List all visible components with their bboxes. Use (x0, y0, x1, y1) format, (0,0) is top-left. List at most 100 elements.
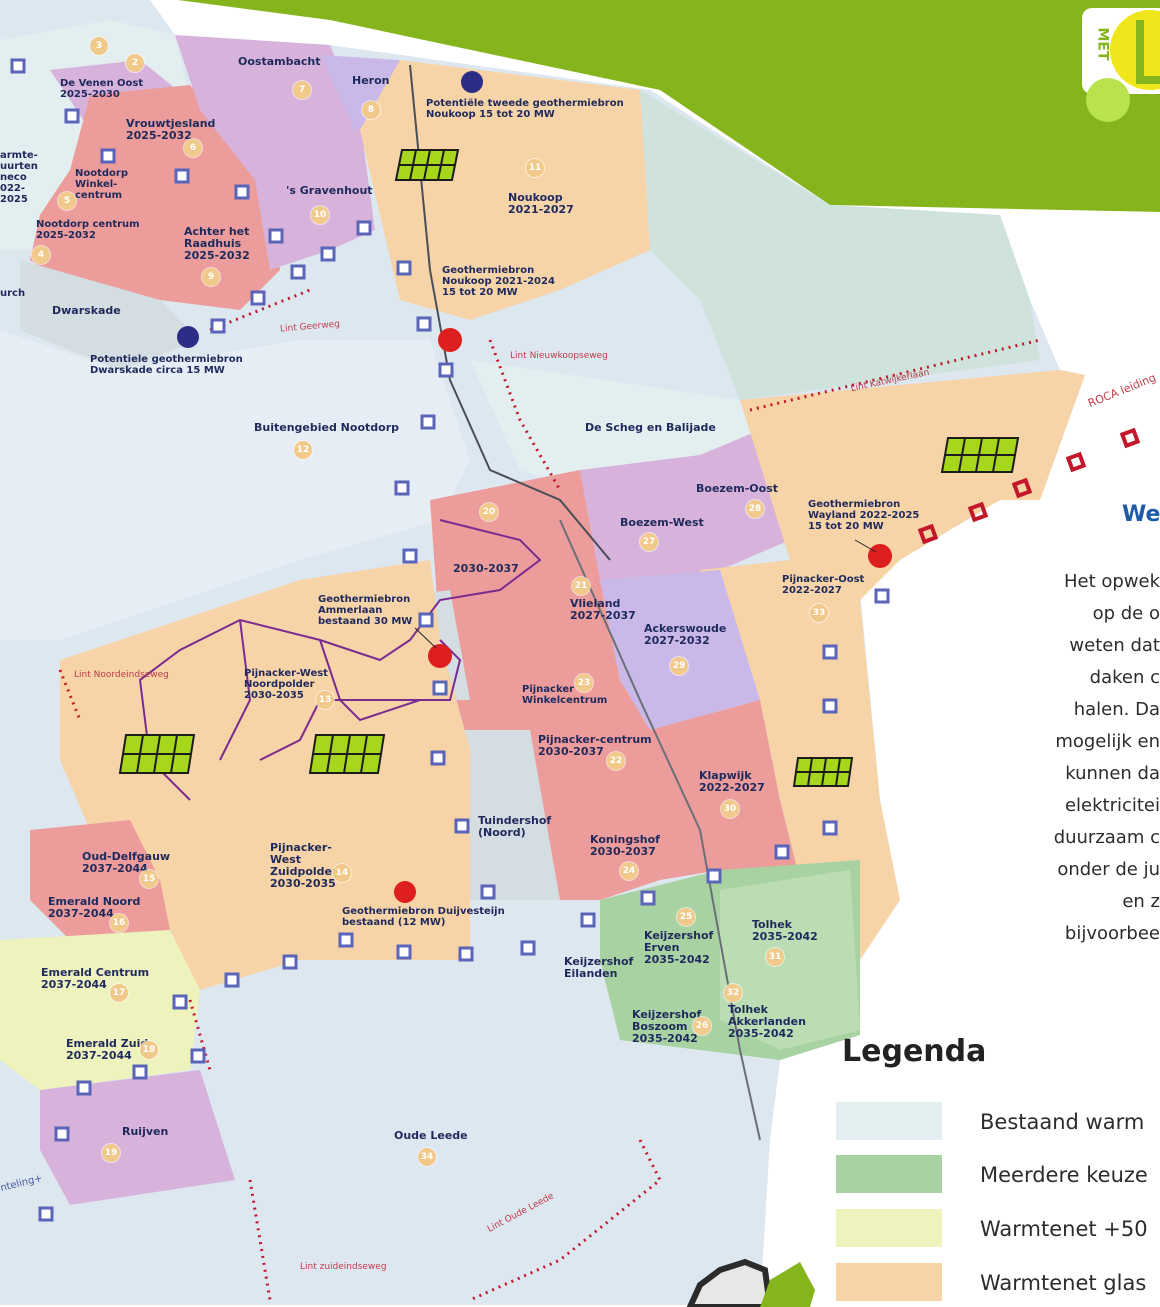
section-heading: We (1122, 502, 1160, 527)
legend-item: Warmtenet glas (836, 1263, 1160, 1303)
meadow-strip (640, 90, 1040, 400)
area-number: 9 (202, 268, 220, 286)
zone-dwarskade (20, 260, 200, 370)
logo-badge (1082, 8, 1160, 122)
zone-pijnacker-west (60, 560, 470, 990)
area-number: 26 (693, 1017, 711, 1035)
area-number: 18 (140, 1041, 158, 1059)
area-label-boezem-oost: Boezem-Oost (696, 482, 779, 495)
area-number: 16 (110, 914, 128, 932)
roca-markers (917, 427, 1141, 545)
legend-label: Warmtenet +50 (980, 1217, 1148, 1241)
main-road (409, 64, 611, 561)
geothermal-sources (177, 71, 892, 903)
area-number: 14 (333, 864, 351, 882)
area-number: 5 (58, 192, 76, 210)
badge-text: MET (1094, 27, 1111, 61)
area-number: 32 (724, 984, 742, 1002)
lint-label-nieuwkoopseweg: Lint Nieuwkoopseweg (510, 351, 608, 361)
area-label-buitengebied-nootdorp: Buitengebied Nootdorp (254, 421, 399, 434)
body-line: duurzaam c (1053, 827, 1160, 848)
solar-panel-icons (118, 149, 1020, 787)
lint-label-zuideindseweg: Lint zuideindseweg (300, 1262, 387, 1272)
area-number: 7 (293, 81, 311, 99)
area-number: 25 (677, 908, 695, 926)
area-label-heron: Heron (352, 74, 390, 87)
legend-item: Bestaand warm (836, 1102, 1160, 1142)
area-number: 21 (572, 577, 590, 595)
legend-swatch (836, 1155, 942, 1193)
legend-label: Meerdere keuze (980, 1163, 1148, 1187)
rail-line (559, 519, 761, 1141)
body-line: op de o (1092, 603, 1160, 624)
legend-swatch (836, 1102, 942, 1140)
legend-label: Warmtenet glas (980, 1271, 1147, 1295)
gear-logo (686, 1258, 815, 1307)
area-number: 4 (32, 246, 50, 264)
zone-wayland (740, 370, 1085, 600)
dotted-routes (58, 288, 1041, 1302)
zone-noukoop (360, 60, 650, 320)
zone-buitengebied (0, 330, 470, 640)
legend-item: Meerdere keuze (836, 1155, 1160, 1195)
area-label-pijnacker-winkelcentrum: Pijnacker Winkelcentrum (522, 684, 608, 706)
zone-emerald (0, 930, 200, 1090)
zone-tolhek (720, 870, 860, 1050)
body-line: daken c (1089, 667, 1160, 688)
area-number: 12 (294, 441, 312, 459)
legend-item: Warmtenet +50 (836, 1209, 1160, 1249)
area-number: 10 (311, 206, 329, 224)
body-line: kunnen da (1065, 763, 1160, 784)
area-number: 3 (90, 37, 108, 55)
area-label-ruijven: Ruijven (122, 1125, 169, 1138)
area-number: 20 (480, 503, 498, 521)
area-label-urch: urch (0, 288, 26, 299)
zone-ackerswoude (600, 570, 760, 730)
source-label-dwarskade: Potentiele geothermiebron Dwarskade circ… (90, 354, 243, 376)
source-label-wayland: Geothermiebron Wayland 2022-2025 15 tot … (808, 499, 920, 532)
legend-swatch (836, 1263, 942, 1301)
area-number: 6 (184, 139, 202, 157)
area-number: 31 (766, 948, 784, 966)
area-number: 33 (810, 604, 828, 622)
area-number: 27 (640, 533, 658, 551)
area-number: 24 (620, 862, 638, 880)
source-label-noukoop: Geothermiebron Noukoop 2021-2024 15 tot … (442, 265, 555, 298)
area-label-armte: armte- uurten neco 022-2025 (0, 150, 38, 205)
area-label-keijzershof-eilanden: Keijzershof Eilanden (564, 955, 634, 980)
body-line: bijvoorbee (1064, 923, 1160, 944)
area-number: 11 (526, 159, 544, 177)
legend-title: Legenda (842, 1034, 987, 1069)
area-number: 23 (575, 674, 593, 692)
area-number: 2 (126, 54, 144, 72)
body-line: Het opwek (1063, 571, 1160, 592)
area-number: 34 (418, 1148, 436, 1166)
body-line: en z (1122, 891, 1160, 912)
source-label-ammerlaan: Geothermiebron Ammerlaan bestaand 30 MW (318, 594, 413, 627)
area-label-oude-leede: Oude Leede (394, 1129, 468, 1142)
area-label-dwarskade: Dwarskade (52, 304, 121, 317)
zone-oud-delfgauw (30, 820, 170, 940)
body-line: elektricitei (1064, 795, 1160, 816)
